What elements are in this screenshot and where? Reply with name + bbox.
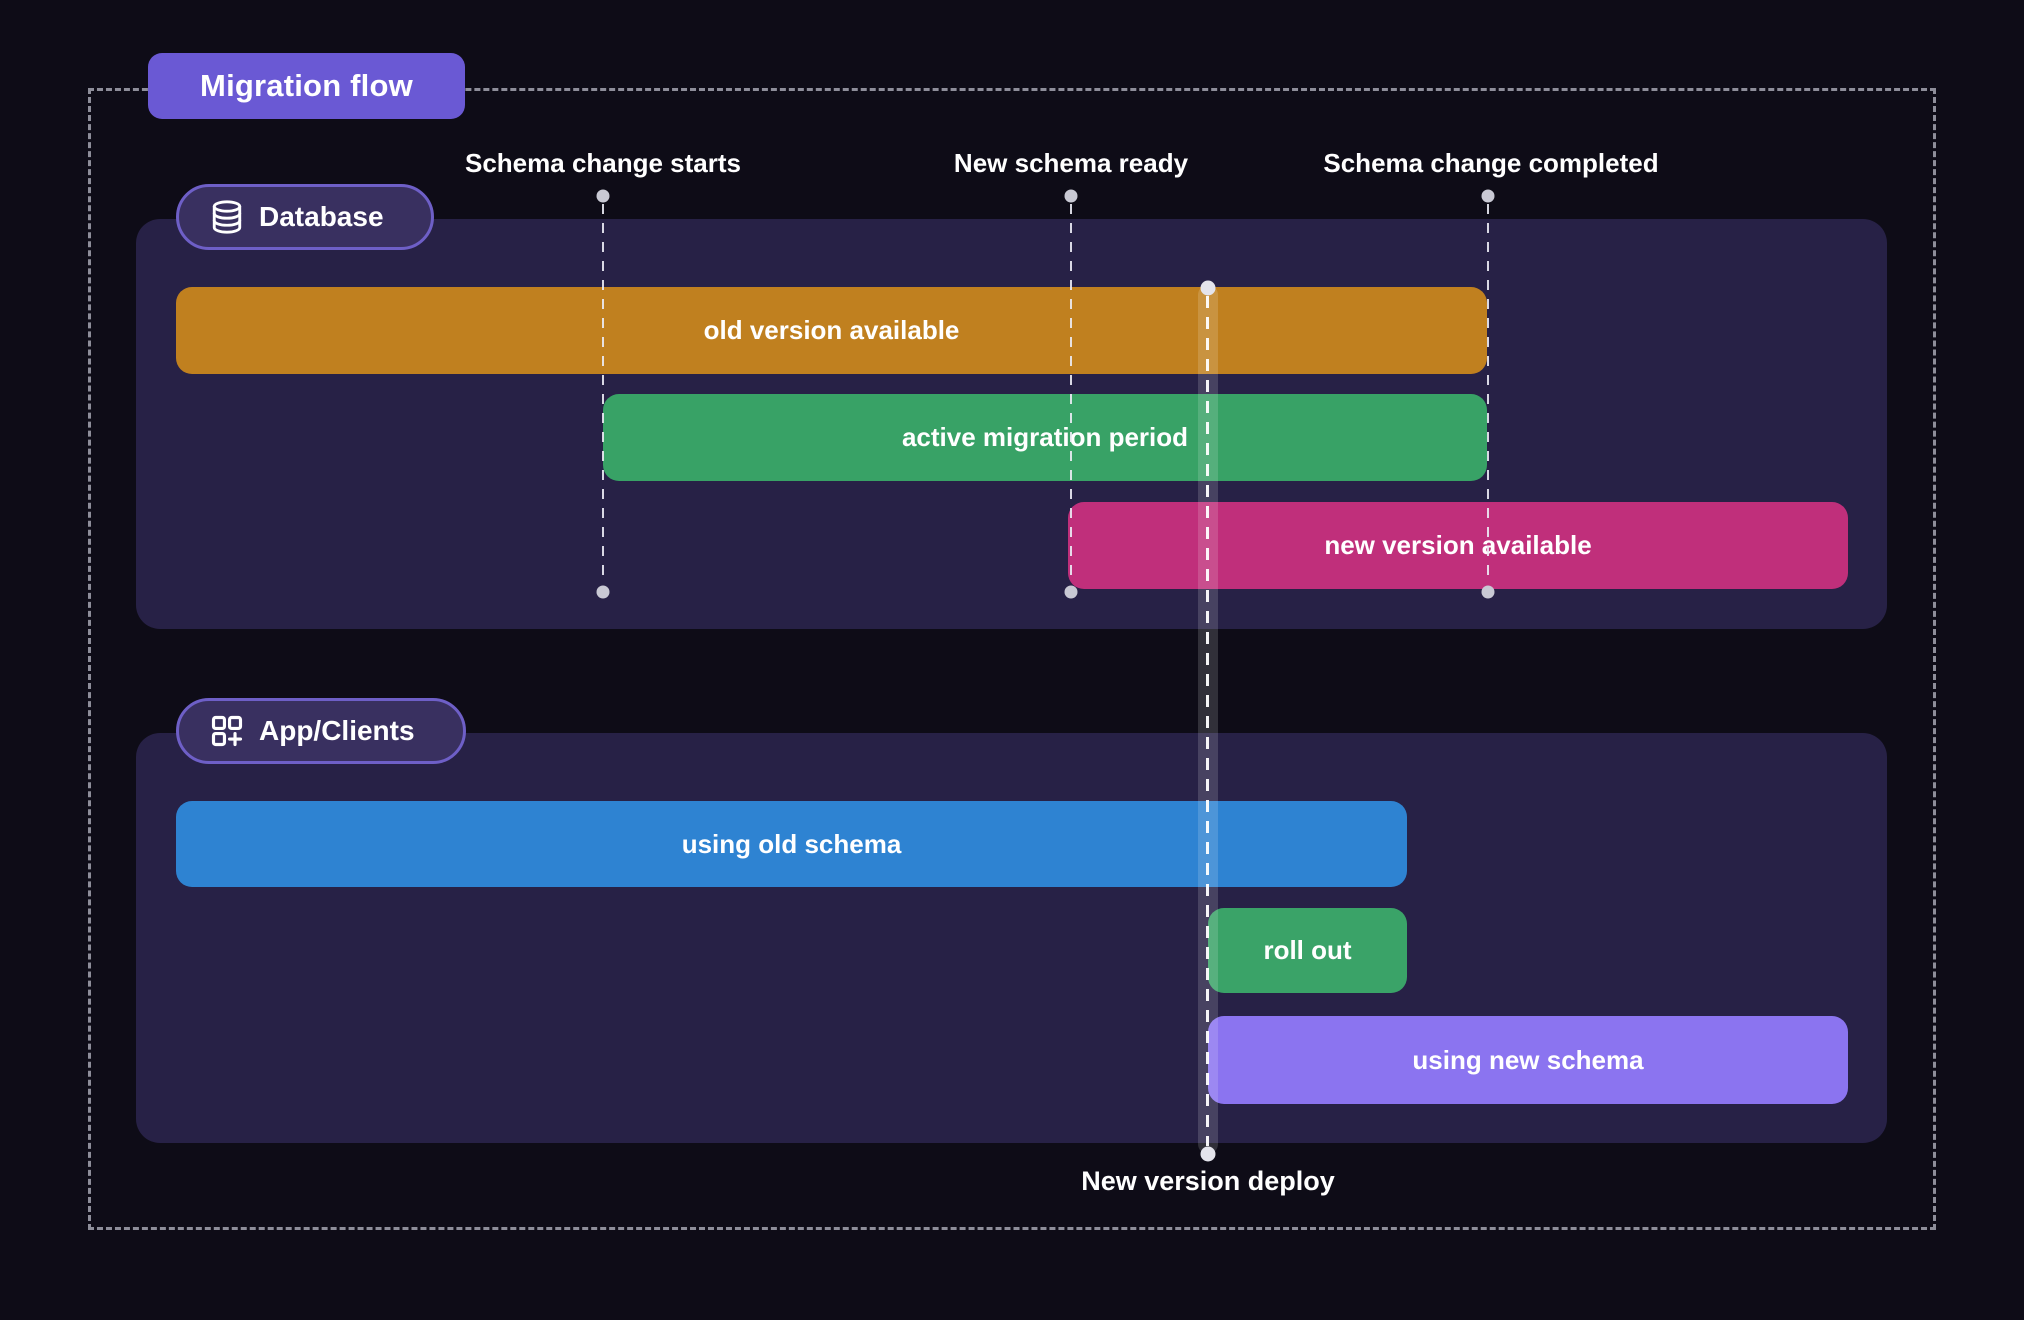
milestone-dot-top-1: [596, 189, 610, 203]
database-lane-badge: Database: [176, 184, 434, 250]
milestone-label-new-schema-ready: New schema ready: [953, 148, 1189, 178]
milestone-dot-bottom-3: [1481, 585, 1495, 599]
milestone-dot-bottom-2: [1064, 585, 1078, 599]
deploy-label: New version deploy: [1081, 1166, 1335, 1196]
apps-plus-icon: [209, 713, 245, 749]
bar-active-migration-period: active migration period: [603, 394, 1487, 481]
app-clients-lane-badge: App/Clients: [176, 698, 466, 764]
milestone-dot-top-3: [1481, 189, 1495, 203]
milestone-label-schema-change-starts: Schema change starts: [464, 148, 742, 178]
bar-old-version-available: old version available: [176, 287, 1487, 374]
milestone-dot-bottom-1: [596, 585, 610, 599]
database-lane-label: Database: [259, 201, 384, 232]
deploy-line: [1206, 296, 1209, 1146]
diagram-title-badge: Migration flow: [148, 53, 465, 119]
milestone-label-schema-change-completed: Schema change completed: [1323, 148, 1659, 178]
bar-using-new-schema: using new schema: [1208, 1016, 1848, 1104]
milestone-line-schema-change-completed: [1487, 204, 1489, 584]
milestone-line-new-schema-ready: [1070, 204, 1072, 584]
milestone-dot-top-2: [1064, 189, 1078, 203]
diagram-dashed-frame: [88, 88, 1936, 1230]
database-icon: [209, 199, 245, 235]
bar-roll-out: roll out: [1208, 908, 1407, 993]
deploy-dot-top: [1200, 280, 1216, 296]
milestone-line-schema-change-starts: [602, 204, 604, 584]
bar-new-version-available: new version available: [1068, 502, 1848, 589]
bar-using-old-schema: using old schema: [176, 801, 1407, 887]
deploy-dot-bottom: [1200, 1146, 1216, 1162]
app-clients-lane-label: App/Clients: [259, 715, 415, 746]
